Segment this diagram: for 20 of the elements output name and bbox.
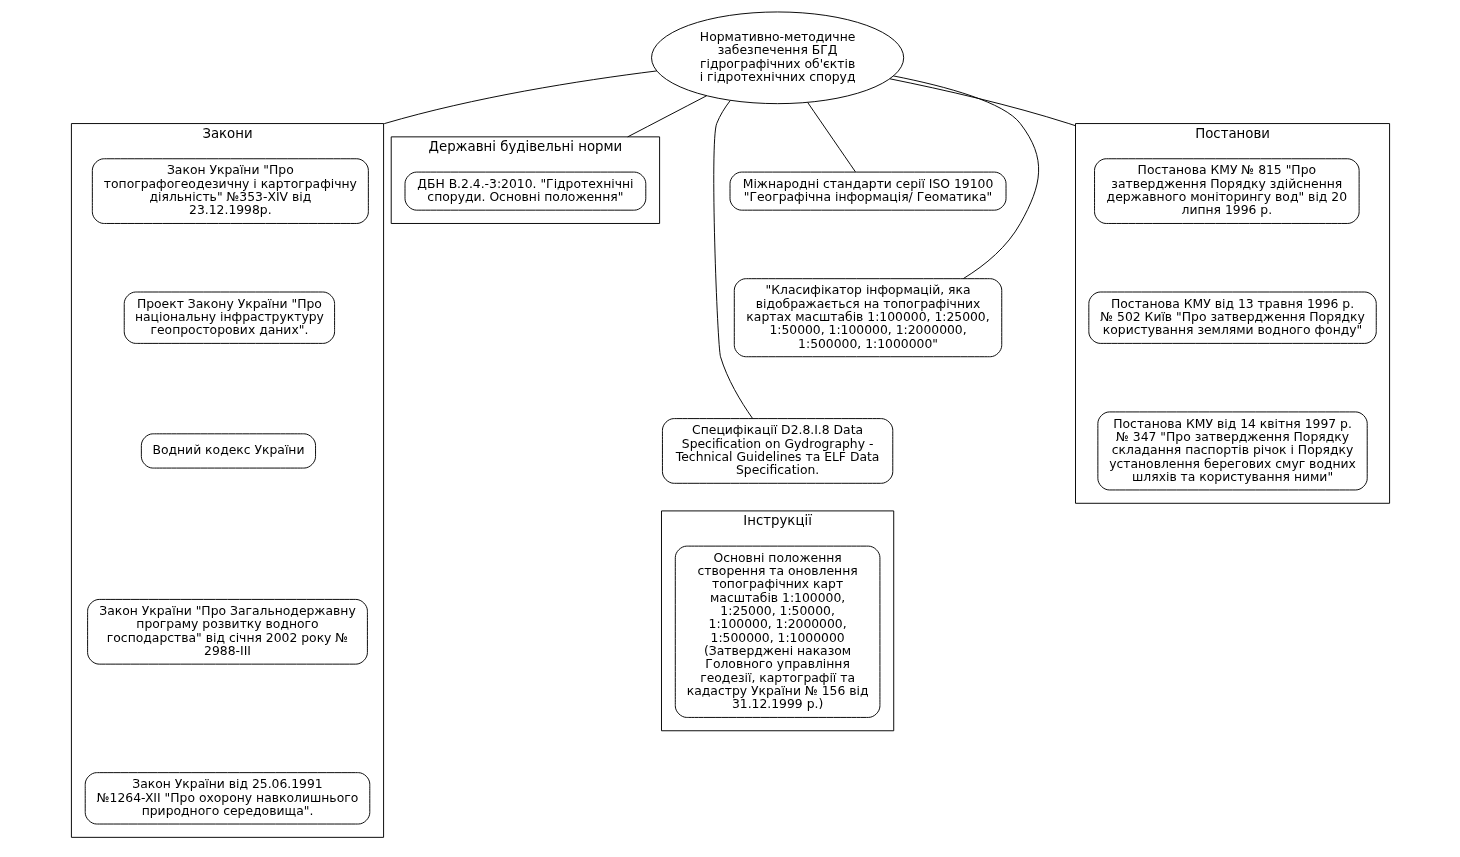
node-box: Постанова КМУ від 14 квітня 1997 р. № 347 "Про затвердження Порядку складання паспортів річок і Порядку установлення берегових смуг водних шляхів та користування ними": [1096, 411, 1368, 491]
node-box: Постанова КМУ від 13 травня 1996 р. № 502 Київ "Про затвердження Порядку користування землями водного фонду": [1087, 291, 1377, 344]
node-box: Закон України "Про топографогеодезичну і картографічну діяльність" №353-XIV від 23.12.1998р.: [91, 158, 369, 224]
connector: [892, 75, 1039, 279]
node-box: Закон України "Про Загальнодержавну програму розвитку водного господарства" від січня 2002 року № 2988-III: [86, 598, 368, 665]
connector: [626, 95, 707, 138]
connector: [712, 100, 753, 419]
node-box: Міжнародні стандарти серії ISO 19100 "Географічна інформація/ Геоматика": [729, 171, 1006, 211]
node-ellipse: Нормативно-методичне забезпечення БГД гідрографічних об'єктів і гідротехнічних споруд: [650, 11, 904, 105]
node-box: Проект Закону України "Про національну інфраструктуру геопросторових даних".: [123, 291, 335, 344]
node-box: Водний кодекс України: [140, 433, 316, 469]
connector: [806, 102, 856, 173]
connector: [888, 78, 1076, 127]
node-box: ДБН В.2.4.-3:2010. "Гідротехнічні споруди. Основні положення": [404, 171, 646, 211]
node-box: Специфікації D2.8.I.8 Data Specification on Gydrography - Technical Guidelines та ELF Data Specification.: [661, 418, 893, 484]
node-box: Основні положення створення та оновлення топографічних карт масштабів 1:100000, 1:25000, 1:50000, 1:100000, 1:2000000, 1:500000, 1:1000000 (Затверджені наказом Головного управління геодезії, картографії та кадастру України № 156 від 31.12.1999 р.): [674, 545, 880, 718]
node-box: "Класифікатор інформацій, яка відображається на топографічних картах масштабів 1:100000, 1:25000, 1:50000, 1:100000, 1:2000000, 1:500000, 1:1000000": [733, 278, 1002, 358]
node-box: Постанова КМУ № 815 "Про затвердження Порядку здійснення державного моніторингу вод" від 20 липня 1996 р.: [1093, 158, 1360, 224]
node-box: Закон України від 25.06.1991 №1264-XII "Про охорону навколишнього природного середовища".: [84, 772, 370, 825]
connector: [382, 70, 657, 125]
